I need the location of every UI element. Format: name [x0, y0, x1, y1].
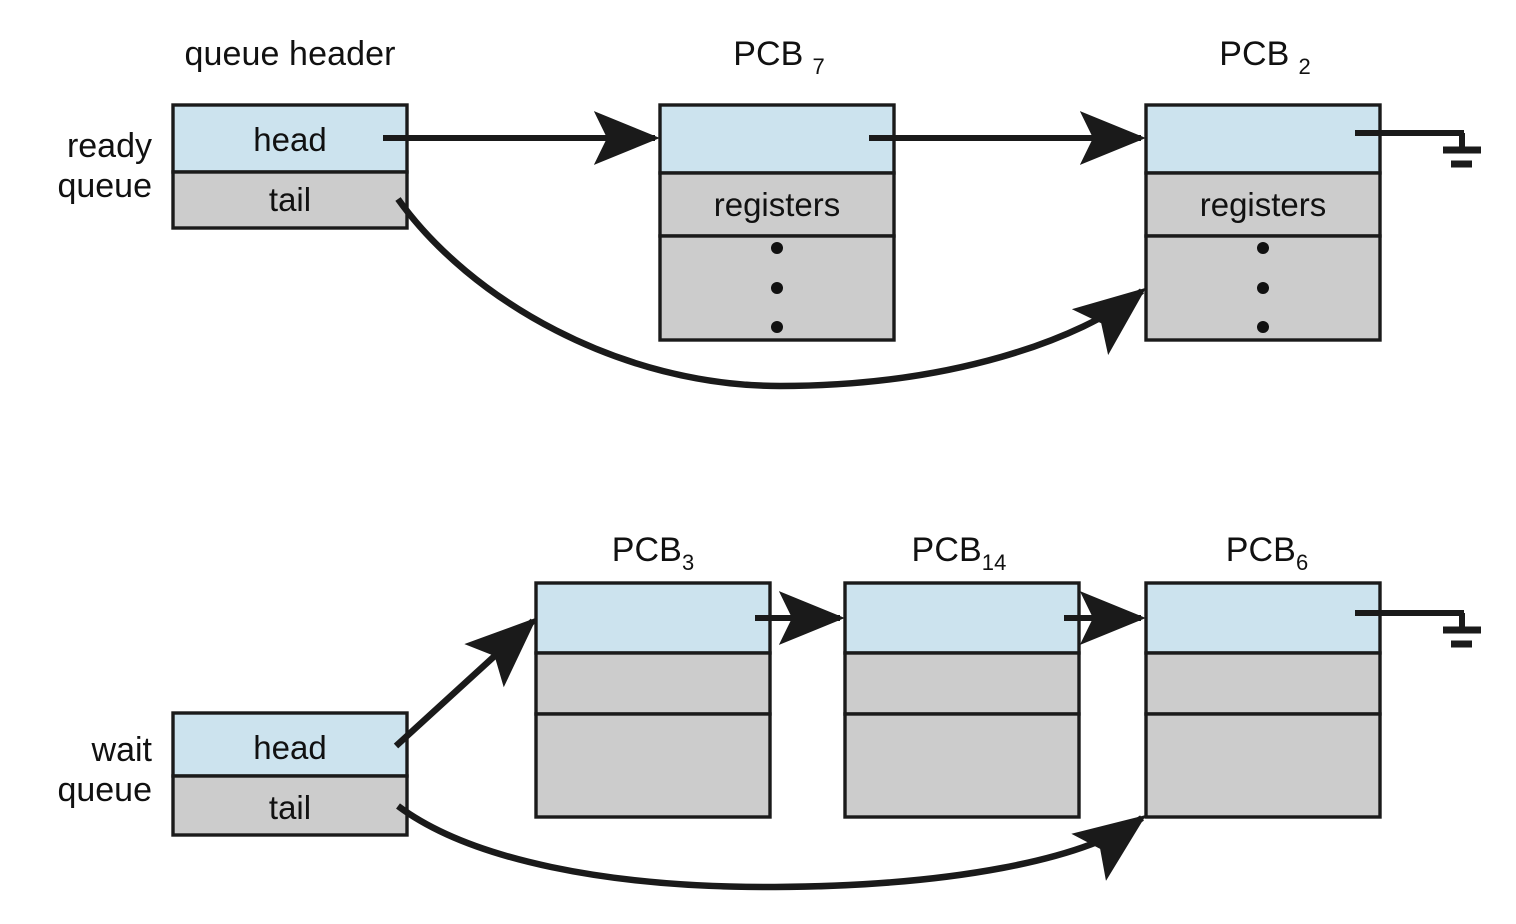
pcb-node-6	[1144, 581, 1382, 819]
pcb-2-dot	[1257, 321, 1269, 333]
pcb-6-pointer-cell	[1144, 581, 1382, 655]
pcb-node-3	[534, 581, 772, 819]
pcb-6-title-subscript: 6	[1295, 550, 1309, 575]
ready-queue-null-ground-icon	[1355, 130, 1481, 168]
ready-queue-label-line2: queue	[57, 167, 152, 206]
ready-head-cell	[171, 103, 409, 174]
pcb-2-title-base: PCB	[1219, 35, 1290, 73]
pcb-7-title-subscript: 7	[812, 54, 825, 79]
pcb-3-cell-2	[534, 651, 772, 716]
pcb-3-title-subscript: 3	[681, 550, 695, 575]
pcb-3-title-base: PCB	[611, 531, 682, 569]
pcb-node-2	[1144, 103, 1382, 342]
wait-head-pointer-arrow	[393, 617, 537, 749]
ready-queue-header-box	[171, 103, 409, 230]
pcb-2-dot	[1257, 242, 1269, 254]
pcb-2-title-subscript: 2	[1298, 54, 1311, 79]
pcb-2-registers-cell	[1144, 171, 1382, 238]
wait-tail-cell	[171, 774, 409, 837]
ready-tail-cell	[171, 170, 409, 230]
pcb-3-title: PCB3	[611, 530, 695, 575]
pcb-7-pointer-cell	[658, 103, 896, 175]
ready-queue-label-line1: ready	[66, 127, 152, 165]
pcb-2-registers-label: registers	[1199, 186, 1327, 223]
ready-tail-cell-label: tail	[268, 181, 312, 218]
pcb-2-dot	[1257, 282, 1269, 294]
pcb-6-title: PCB6	[1225, 530, 1309, 575]
ready-tail-pointer-curve	[395, 197, 1147, 390]
pcb-7-title: PCB 7	[733, 34, 825, 79]
pcb-2-title: PCB 2	[1219, 34, 1311, 79]
pcb-7-dot	[771, 242, 783, 254]
pcb-14-title-subscript: 14	[981, 550, 1007, 575]
pcb-14-title-base: PCB	[911, 531, 982, 569]
pcb-7-title-base: PCB	[733, 35, 804, 73]
pcb-14-cell-2	[843, 651, 1081, 716]
wait-queue-null-ground-icon	[1355, 610, 1481, 648]
wait-queue-header-box	[171, 711, 409, 837]
pcb-6-cell-3	[1144, 712, 1382, 819]
pcb-7-dot	[771, 321, 783, 333]
wait-head-cell	[171, 711, 409, 778]
pcb-7-dot	[771, 282, 783, 294]
wait-queue-label-line2: queue	[57, 771, 152, 810]
wait-tail-cell-label: tail	[268, 789, 312, 826]
wait-queue-label-line1: wait	[91, 731, 152, 769]
wait-queue-side-label: wait queue	[57, 730, 152, 810]
wait-tail-pointer-curve	[396, 803, 1147, 891]
pcb-14-cell-3	[843, 712, 1081, 819]
pcb-14-pointer-cell	[843, 581, 1081, 655]
pcb-7-registers-label: registers	[713, 186, 841, 223]
pcb-14-title: PCB14	[911, 530, 1007, 575]
wait-head-cell-label: head	[253, 729, 327, 766]
ready-queue-side-label: ready queue	[57, 126, 152, 206]
queue-header-title: queue header	[184, 35, 396, 73]
pcb-6-cell-2	[1144, 651, 1382, 716]
pcb-3-pointer-cell	[534, 581, 772, 655]
pcb-2-pointer-cell	[1144, 103, 1382, 175]
ready-head-cell-label: head	[253, 121, 327, 158]
pcb-node-14	[843, 581, 1081, 819]
pcb-node-7	[658, 103, 896, 342]
pcb-3-cell-3	[534, 712, 772, 819]
pcb-6-title-base: PCB	[1225, 531, 1296, 569]
